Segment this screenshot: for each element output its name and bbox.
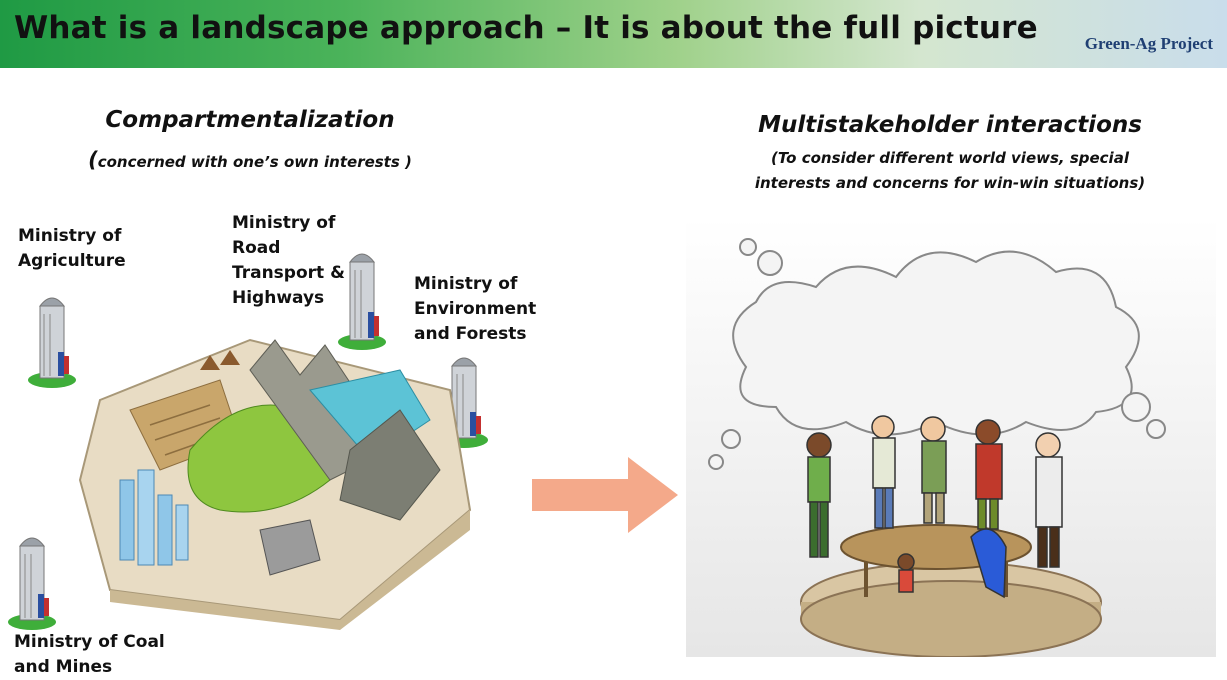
compartmentalization-heading: Compartmentalization bbox=[105, 107, 395, 133]
ministry-environment-label: Ministry of Environment and Forests bbox=[414, 274, 537, 344]
multistakeholder-subheading: (To consider different world views, spec… bbox=[700, 146, 1200, 196]
multistakeholder-heading: Multistakeholder interactions bbox=[758, 112, 1142, 138]
page-title: What is a landscape approach – It is abo… bbox=[14, 10, 1038, 46]
compartmentalization-subheading: (concerned with one’s own interests ) bbox=[60, 148, 440, 172]
jigsaw-landscape-illustration bbox=[78, 338, 472, 630]
silo-tower-icon bbox=[338, 253, 386, 350]
thought-bubble-icon bbox=[708, 238, 1166, 470]
ministry-agriculture-label: Ministry of Agriculture bbox=[18, 226, 126, 271]
ministry-coal-label: Ministry of Coal and Mines bbox=[14, 632, 165, 677]
silo-tower-icon bbox=[28, 297, 76, 388]
subheading-open-paren: ( bbox=[88, 148, 98, 172]
ministry-road-label: Ministry of Road Transport & Highways bbox=[232, 213, 345, 308]
subheading-text: concerned with one’s own interests ) bbox=[97, 153, 412, 171]
right-arrow-icon bbox=[532, 457, 678, 533]
silo-tower-icon bbox=[8, 537, 56, 630]
subheading-line-1: (To consider different world views, spec… bbox=[771, 149, 1129, 167]
subheading-line-2: interests and concerns for win-win situa… bbox=[754, 174, 1146, 192]
stakeholders-table-illustration bbox=[686, 217, 1216, 657]
title-banner: What is a landscape approach – It is abo… bbox=[0, 0, 1227, 68]
brand-label: Green-Ag Project bbox=[1084, 34, 1213, 53]
